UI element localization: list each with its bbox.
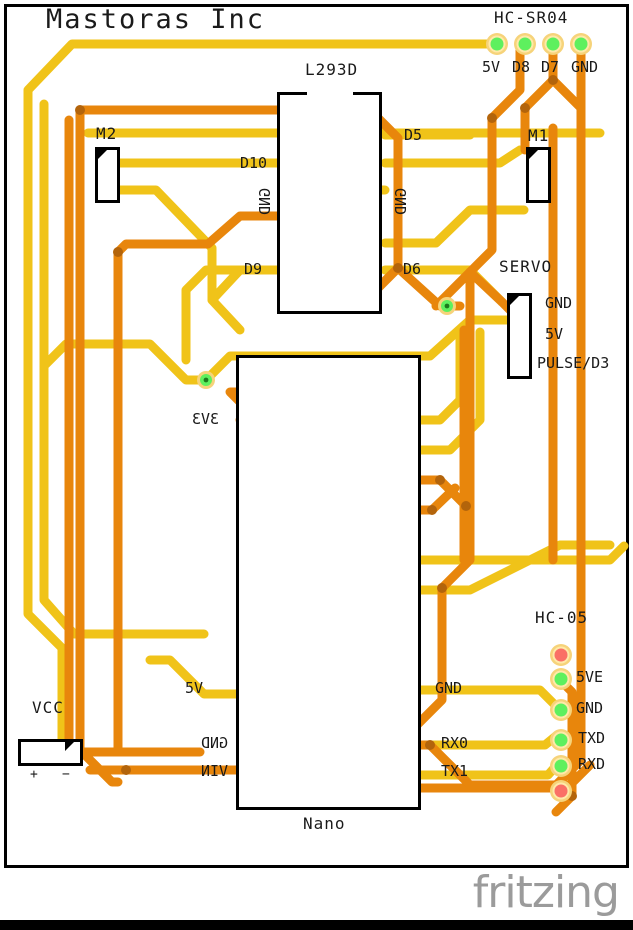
module-label-vcc: VCC: [32, 698, 64, 717]
pin-label-nano-rx0: RX0: [441, 734, 469, 752]
yellow-traces: [23, 39, 629, 780]
page-title: Mastoras Inc: [46, 4, 266, 35]
fritzing-watermark: fritzing: [472, 867, 620, 918]
vcc-pin1-marker: [65, 742, 74, 751]
pin-label-vcc-plus: +: [30, 767, 38, 782]
pin-label-hcsr04-d7: D7: [541, 58, 560, 76]
pin-label-hc05-rxd: RXD: [578, 755, 606, 773]
pin-label-hc05-txd: TXD: [578, 729, 606, 747]
pin-label-l293d-gnd-left: GND: [256, 188, 274, 216]
module-label-nano: Nano: [303, 814, 346, 833]
pin-label-hc05-5ve: 5VE: [576, 668, 604, 686]
pin-label-nano-3v3: 3V3: [191, 410, 219, 428]
m2-pin1-marker: [98, 150, 107, 159]
m2-header-outline: [95, 147, 120, 203]
pin-label-l293d-d9: D9: [244, 260, 263, 278]
servo-header-outline: [507, 293, 532, 379]
m1-pin1-marker: [529, 150, 538, 159]
pin-label-l293d-gnd-right: GND: [392, 188, 410, 216]
pin-label-nano-vin: VIN: [200, 762, 228, 780]
l293d-outline: [277, 92, 382, 314]
hc-sr04-pads: [486, 33, 592, 55]
module-label-l293d: L293D: [305, 60, 359, 79]
nano-outline: [236, 355, 421, 810]
pin-label-servo-gnd: GND: [545, 294, 573, 312]
servo-pin1-marker: [510, 296, 519, 305]
pin-label-servo-pulse: PULSE/D3: [537, 354, 610, 372]
module-label-m1: M1: [528, 126, 550, 145]
pin-label-nano-gnd-left: GND: [200, 734, 228, 752]
module-label-servo: SERVO: [499, 257, 553, 276]
pin-label-l293d-d10: D10: [240, 154, 268, 172]
pin-label-l293d-d5: D5: [404, 126, 423, 144]
pin-label-nano-5v: 5V: [185, 679, 204, 697]
pin-label-hcsr04-d8: D8: [512, 58, 531, 76]
vcc-header-outline: [18, 739, 83, 766]
module-label-hc-05: HC-05: [535, 608, 589, 627]
l293d-notch: [307, 89, 353, 95]
pin-label-l293d-d6: D6: [403, 260, 422, 278]
m1-header-outline: [526, 147, 551, 203]
pin-label-hc05-gnd: GND: [576, 699, 604, 717]
pin-label-nano-tx1: TX1: [441, 762, 469, 780]
pin-label-nano-gnd-right: GND: [435, 679, 463, 697]
module-label-m2: M2: [96, 124, 118, 143]
bottom-bar: [0, 920, 633, 930]
module-label-hc-sr04: HC-SR04: [494, 8, 569, 27]
pin-label-hcsr04-gnd: GND: [571, 58, 599, 76]
pin-label-servo-5v: 5V: [545, 325, 564, 343]
standalone-vias: [197, 297, 456, 389]
pin-label-hcsr04-5v: 5V: [482, 58, 501, 76]
pin-label-vcc-minus: −: [62, 767, 70, 782]
